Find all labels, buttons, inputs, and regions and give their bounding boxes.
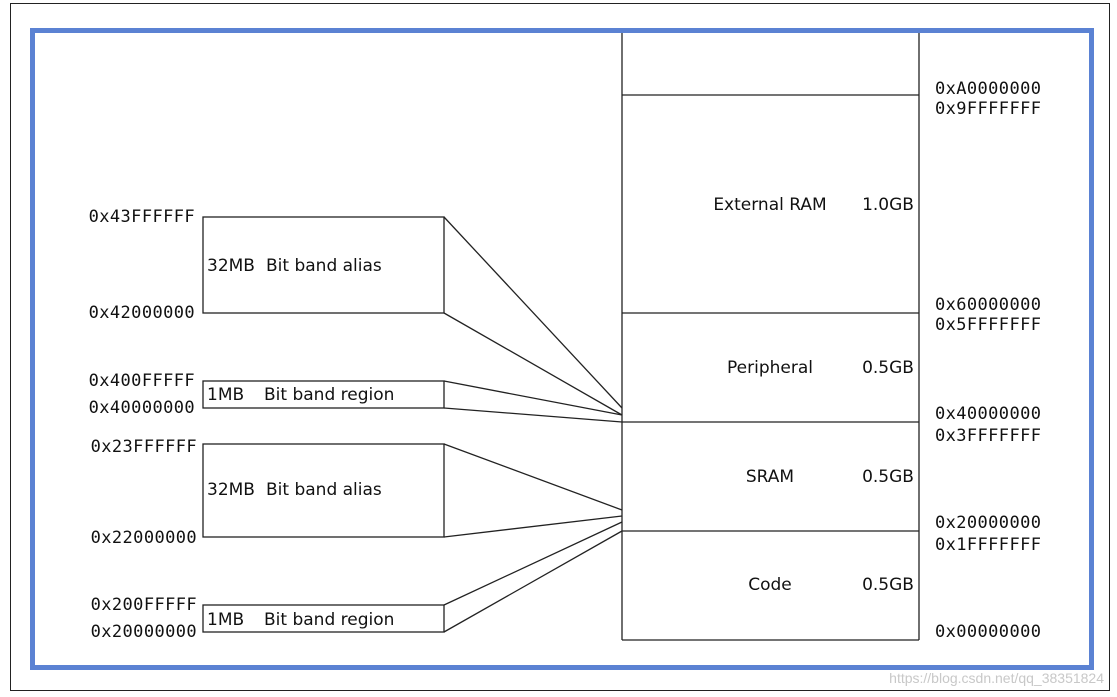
- address-label: 0x60000000: [935, 295, 1041, 315]
- connector-line: [443, 380, 623, 416]
- connector-line: [443, 407, 623, 423]
- periph-bit-band-alias: 32MB Bit band alias 0x43FFFFFF 0x4200000…: [89, 207, 445, 323]
- region-top-address: 0x200FFFFF: [91, 595, 197, 615]
- address-label: 0x9FFFFFFF: [935, 99, 1041, 119]
- outer-frame: [10, 3, 1110, 691]
- alias-bottom-address: 0x42000000: [89, 303, 195, 323]
- address-label: 0x1FFFFFFF: [935, 535, 1041, 555]
- region-external-ram-size: 1.0GB: [862, 195, 914, 215]
- bit-band-region-box: [202, 380, 445, 409]
- address-label: 0x3FFFFFFF: [935, 426, 1041, 446]
- connector-lines: [443, 216, 623, 633]
- region-peripheral-name: Peripheral: [727, 358, 813, 378]
- sram-bit-band-region: 1MB Bit band region 0x200FFFFF 0x2000000…: [91, 595, 445, 642]
- connector-line: [443, 443, 623, 511]
- alias-label: Bit band alias: [266, 480, 382, 500]
- region-top-address: 0x400FFFFF: [89, 371, 195, 391]
- connector-line: [443, 312, 623, 416]
- connector-line: [443, 216, 623, 409]
- memory-map-column: External RAM 1.0GB Peripheral 0.5GB SRAM…: [621, 33, 920, 641]
- region-sram-name: SRAM: [746, 467, 794, 487]
- bit-band-region-box: [202, 604, 445, 633]
- address-label: 0x20000000: [935, 513, 1041, 533]
- bit-band-alias-box: [202, 216, 445, 314]
- watermark: https://blog.csdn.net/qq_38351824: [889, 670, 1104, 686]
- region-size: 1MB: [207, 610, 244, 630]
- region-bottom-address: 0x20000000: [91, 622, 197, 642]
- bit-band-alias-box: [202, 443, 445, 538]
- address-label: 0x40000000: [935, 404, 1041, 424]
- alias-size: 32MB: [207, 256, 255, 276]
- region-code-name: Code: [748, 575, 792, 595]
- alias-size: 32MB: [207, 480, 255, 500]
- address-label: 0x00000000: [935, 622, 1041, 642]
- periph-bit-band-region: 1MB Bit band region 0x400FFFFF 0x4000000…: [89, 371, 445, 418]
- region-label: Bit band region: [264, 610, 394, 630]
- address-label: 0xA0000000: [935, 79, 1041, 99]
- diagram-border: [30, 28, 1094, 670]
- region-label: Bit band region: [264, 385, 394, 405]
- alias-label: Bit band alias: [266, 256, 382, 276]
- connector-line: [443, 515, 623, 538]
- region-external-ram-name: External RAM: [713, 195, 826, 215]
- region-bottom-address: 0x40000000: [89, 398, 195, 418]
- connector-line: [443, 530, 623, 633]
- address-label: 0x5FFFFFFF: [935, 315, 1041, 335]
- sram-bit-band-alias: 32MB Bit band alias 0x23FFFFFF 0x2200000…: [91, 437, 445, 548]
- memory-map-addresses: 0xA0000000 0x9FFFFFFF 0x60000000 0x5FFFF…: [935, 79, 1041, 642]
- alias-bottom-address: 0x22000000: [91, 528, 197, 548]
- alias-top-address: 0x43FFFFFF: [89, 207, 195, 227]
- connector-line: [443, 521, 623, 606]
- alias-top-address: 0x23FFFFFF: [91, 437, 197, 457]
- region-peripheral-size: 0.5GB: [862, 358, 914, 378]
- region-sram-size: 0.5GB: [862, 467, 914, 487]
- region-code-size: 0.5GB: [862, 575, 914, 595]
- region-size: 1MB: [207, 385, 244, 405]
